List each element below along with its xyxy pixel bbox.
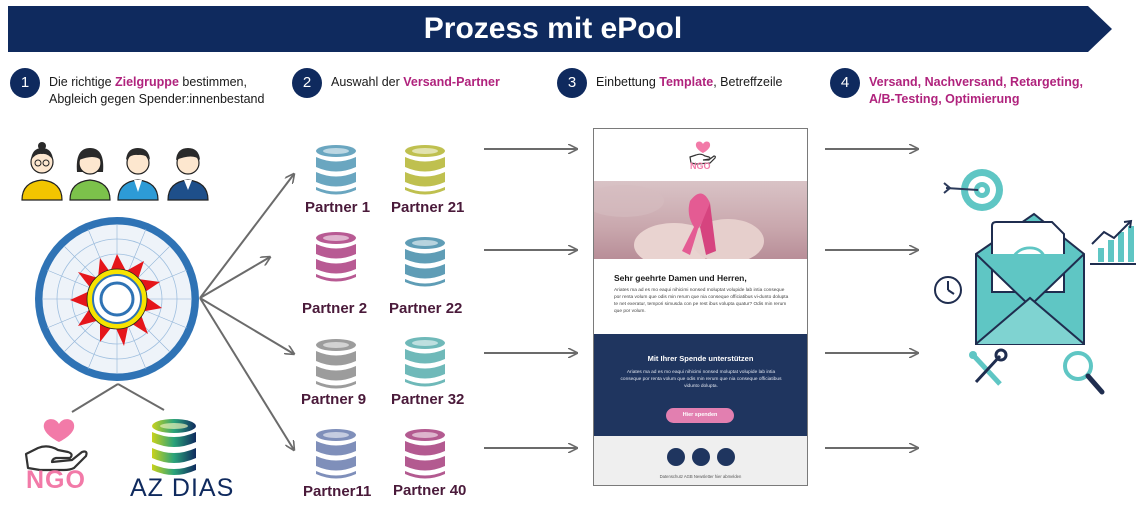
target-icon (943, 169, 1003, 211)
database-icon (405, 429, 445, 479)
social-icon[interactable] (667, 448, 685, 466)
step-text-line2: Abgleich gegen Spender:innenbestand (49, 92, 265, 106)
step-text-pre: Auswahl der (331, 75, 404, 89)
audience-avatars (21, 142, 209, 201)
donate-title: Mit Ihrer Spende unterstützen (647, 354, 754, 363)
partner-label: Partner 21 (391, 199, 465, 216)
step-text-line1: Versand, Nachversand, Retargeting, (869, 75, 1083, 89)
email-hero-image (594, 181, 807, 259)
step-2: 2 Auswahl der Versand-Partner (292, 68, 500, 98)
database-icon (316, 145, 356, 195)
database-icon (405, 237, 445, 287)
email-body-text: Ariates ma ad es mo eaqui nihicimi nonse… (614, 288, 789, 314)
donate-text: Ariates ma ad es mo eaqui nihicimi nonse… (620, 370, 782, 389)
magnifier-icon (1063, 351, 1105, 395)
clock-icon (934, 276, 962, 304)
footer-links[interactable]: Datenschutz AGB Newsletter hier abmelden (659, 474, 742, 479)
header-banner: Prozess mit ePool (8, 6, 1112, 52)
email-ngo-logo-icon (689, 141, 716, 165)
database-icon (405, 337, 445, 387)
email-template-preview: NGO Sehr geehrte Damen und Herren, Ariat… (593, 128, 808, 486)
step-highlight: Template (659, 75, 714, 89)
step-text-line2: A/B-Testing, Optimierung (869, 92, 1020, 106)
social-icon[interactable] (692, 448, 710, 466)
azdias-logo-text: AZ DIAS (130, 474, 235, 502)
pink-ribbon-hands-image (594, 185, 764, 259)
person-icon (69, 148, 111, 201)
page-title: Prozess mit ePool (423, 12, 683, 45)
target-group-wheel (35, 217, 199, 381)
email-logo-text: NGO (690, 161, 711, 171)
step-text: Die richtige Zielgruppe bestimmen, Abgle… (49, 68, 264, 108)
email-greeting: Sehr geehrte Damen und Herren, (614, 273, 747, 283)
step-highlight: Zielgruppe (115, 75, 179, 89)
person-icon (167, 148, 209, 201)
campaign-envelope-illustration: @ (934, 169, 1136, 395)
step-1: 1 Die richtige Zielgruppe bestimmen, Abg… (10, 68, 264, 108)
email-footer: Datenschutz AGB Newsletter hier abmelden (594, 436, 807, 485)
step-4: 4 Versand, Nachversand, Retargeting, A/B… (830, 68, 1083, 108)
step-text-pre: Die richtige (49, 75, 115, 89)
envelope-icon: @ (975, 212, 1085, 345)
partner-label: Partner 1 (305, 199, 371, 216)
growth-chart-icon (1090, 219, 1136, 265)
ngo-logo-text: NGO (26, 466, 86, 494)
partner-label: Partner 2 (302, 300, 368, 317)
step-3: 3 Einbettung Template, Betreffzeile (557, 68, 782, 98)
step-text-pre: Einbettung (596, 75, 660, 89)
person-icon (21, 142, 63, 201)
email-donate-section: Mit Ihrer Spende unterstützen Ariates ma… (594, 334, 807, 436)
partner-label: Partner11 (303, 483, 372, 500)
step-number: 2 (292, 68, 322, 98)
database-icon (405, 145, 445, 195)
partner-label: Partner 9 (301, 391, 367, 408)
step-number: 3 (557, 68, 587, 98)
person-icon (117, 148, 159, 201)
step-text-post: , Betreffzeile (713, 75, 783, 89)
database-icon (316, 429, 356, 479)
donate-button[interactable]: Hier spenden (666, 408, 734, 423)
social-icon[interactable] (717, 448, 735, 466)
partner-label: Partner 40 (393, 482, 467, 499)
step-highlight: Versand-Partner (403, 75, 500, 89)
step-text: Einbettung Template, Betreffzeile (596, 68, 782, 91)
step-number: 4 (830, 68, 860, 98)
azdias-database-icon (152, 419, 196, 475)
step-text: Auswahl der Versand-Partner (331, 68, 500, 91)
banner-arrow-shape (8, 6, 1112, 52)
partner-label: Partner 22 (389, 300, 463, 317)
ngo-logo-icon (24, 419, 88, 472)
tools-icon (969, 348, 1008, 386)
database-icon (316, 339, 356, 389)
step-text-post: bestimmen, (178, 75, 247, 89)
step-number: 1 (10, 68, 40, 98)
database-icon (316, 232, 356, 282)
partner-label: Partner 32 (391, 391, 465, 408)
step-text: Versand, Nachversand, Retargeting, A/B-T… (869, 68, 1083, 108)
